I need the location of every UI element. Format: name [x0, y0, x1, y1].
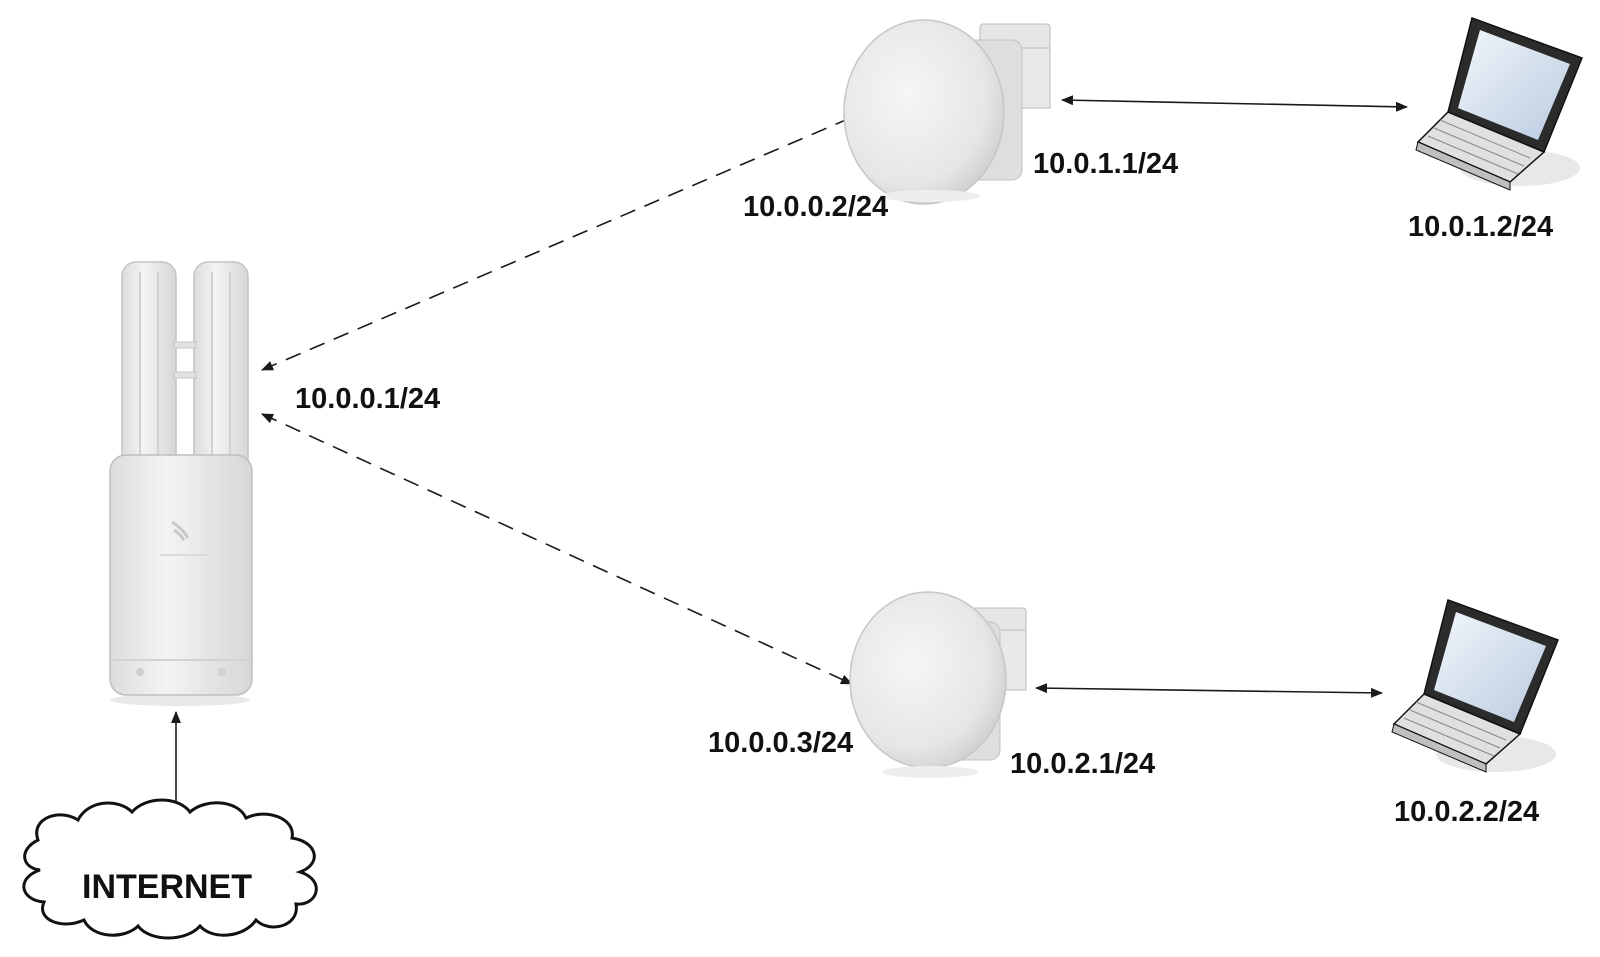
- laptop-icon-2: [1391, 599, 1559, 773]
- outdoor-access-point-icon: [109, 261, 253, 706]
- wireless-link-ap-cpe2: [261, 413, 853, 685]
- cpe2-lan-ip-label: 10.0.2.1/24: [1010, 748, 1156, 780]
- cpe1-wlan-ip-label: 10.0.0.2/24: [743, 191, 889, 223]
- laptop1-ip-label: 10.0.1.2/24: [1408, 211, 1554, 243]
- laptop2-ip-label: 10.0.2.2/24: [1394, 796, 1540, 828]
- wireless-link-ap-cpe1: [261, 115, 856, 371]
- laptop-icon-1: [1415, 17, 1583, 191]
- dish-antenna-icon-cpe1: [843, 19, 1051, 205]
- wired-link-cpe2-laptop2: [1035, 683, 1383, 698]
- cpe2-wlan-ip-label: 10.0.0.3/24: [708, 727, 854, 759]
- wired-link-cpe1-laptop1: [1061, 95, 1408, 112]
- cpe1-lan-ip-label: 10.0.1.1/24: [1033, 148, 1179, 180]
- internet-label: INTERNET: [82, 868, 252, 906]
- cloud-icon: [22, 798, 318, 940]
- dish-antenna-icon-cpe2: [849, 591, 1027, 778]
- ap-ip-label: 10.0.0.1/24: [295, 383, 441, 415]
